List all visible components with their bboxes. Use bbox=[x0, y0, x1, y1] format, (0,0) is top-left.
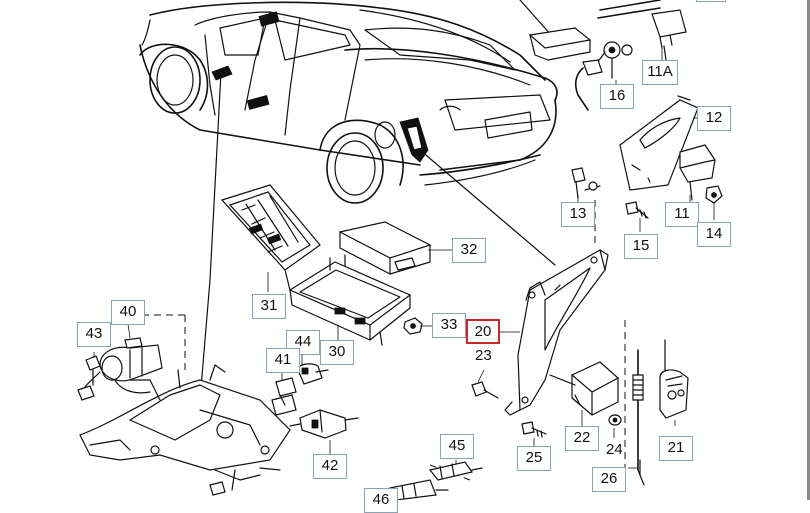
callout-12-label: 12 bbox=[705, 109, 723, 126]
callout-22-label: 22 bbox=[573, 429, 591, 446]
part-45-46-switches bbox=[389, 461, 483, 500]
callout-25: 25 bbox=[517, 446, 551, 471]
callout-23: 23 bbox=[475, 347, 492, 365]
callout-15-label: 15 bbox=[632, 237, 650, 254]
callout-20: 20 bbox=[466, 319, 500, 344]
callout-31: 31 bbox=[252, 294, 286, 319]
callout-31-label: 31 bbox=[260, 297, 278, 314]
callout-20-label: 20 bbox=[474, 323, 492, 340]
part-26-antenna bbox=[632, 349, 645, 486]
part-20-bracket bbox=[504, 249, 609, 416]
part-33-nut bbox=[403, 317, 423, 335]
parts-diagram: 11A 16 12 13 11 14 15 32 31 30 33 20 23 … bbox=[77, 0, 810, 513]
callout-40-label: 40 bbox=[119, 303, 137, 320]
part-40-sensor bbox=[81, 337, 163, 394]
callout-15: 15 bbox=[624, 234, 658, 259]
callout-30-label: 30 bbox=[328, 343, 346, 360]
part-15-screw bbox=[625, 201, 649, 219]
callout-11a-label: 11A bbox=[647, 63, 673, 80]
callout-12: 12 bbox=[697, 106, 731, 131]
callout-23-label: 23 bbox=[475, 347, 492, 364]
callout-42: 42 bbox=[313, 454, 347, 479]
callout-40: 40 bbox=[111, 300, 145, 325]
callout-11-label: 11 bbox=[674, 205, 690, 222]
callout-16-label: 16 bbox=[608, 87, 626, 104]
callout-16: 16 bbox=[600, 84, 634, 109]
part-31-cover bbox=[220, 184, 321, 291]
part-14-nut bbox=[705, 185, 723, 204]
part-24-nut bbox=[608, 414, 622, 426]
callout-41-label: 41 bbox=[274, 351, 292, 368]
left-mount-assembly bbox=[79, 364, 297, 496]
callout-14-label: 14 bbox=[705, 225, 723, 242]
diagram-drawing bbox=[77, 0, 723, 500]
callout-24-label: 24 bbox=[606, 441, 623, 458]
callout-24: 24 bbox=[606, 441, 623, 459]
part-41-44-clips bbox=[275, 363, 329, 406]
callout-13-label: 13 bbox=[569, 205, 587, 222]
part-11a-relay bbox=[528, 0, 687, 61]
part-43-sensor bbox=[77, 355, 101, 401]
callout-21: 21 bbox=[659, 436, 693, 461]
callout-32: 32 bbox=[452, 238, 486, 263]
part-30-housing bbox=[288, 254, 412, 346]
callout-26-label: 26 bbox=[600, 470, 618, 487]
part-16-sensor bbox=[574, 41, 633, 111]
callout-26: 26 bbox=[592, 467, 626, 492]
callout-25-label: 25 bbox=[525, 449, 543, 466]
callout-46: 46 bbox=[364, 488, 398, 513]
part-42-switch bbox=[289, 409, 359, 439]
callout-21-label: 21 bbox=[667, 439, 685, 456]
callout-45-label: 45 bbox=[448, 437, 466, 454]
callout-33-label: 33 bbox=[440, 316, 458, 333]
part-22-module bbox=[549, 361, 620, 416]
callout-41: 41 bbox=[266, 348, 300, 373]
callout-42-label: 42 bbox=[321, 457, 339, 474]
callout-32-label: 32 bbox=[460, 241, 478, 258]
callout-22: 22 bbox=[565, 426, 599, 451]
callout-14: 14 bbox=[697, 222, 731, 247]
callout-leaders bbox=[93, 48, 715, 469]
part-11-module bbox=[679, 144, 716, 201]
callout-44-label: 44 bbox=[294, 333, 312, 350]
cropped-callout-box bbox=[696, 0, 726, 2]
callout-11a: 11A bbox=[642, 60, 678, 85]
callout-43: 43 bbox=[77, 322, 111, 347]
frame-border bbox=[807, 0, 810, 500]
part-21-transmitter bbox=[659, 339, 689, 419]
callout-44: 44 bbox=[286, 330, 320, 355]
callout-13: 13 bbox=[561, 202, 595, 227]
part-25-screw bbox=[521, 421, 547, 438]
callout-30: 30 bbox=[320, 340, 354, 365]
callout-33: 33 bbox=[432, 313, 466, 338]
car-illustration bbox=[139, 1, 558, 204]
part-32-control-unit bbox=[338, 221, 432, 275]
callout-43-label: 43 bbox=[85, 325, 103, 342]
callout-11: 11 bbox=[665, 202, 699, 227]
part-13-clip bbox=[571, 167, 601, 199]
part-12-bracket bbox=[619, 95, 699, 191]
part-23-clip bbox=[471, 381, 499, 399]
callout-45: 45 bbox=[440, 434, 474, 459]
